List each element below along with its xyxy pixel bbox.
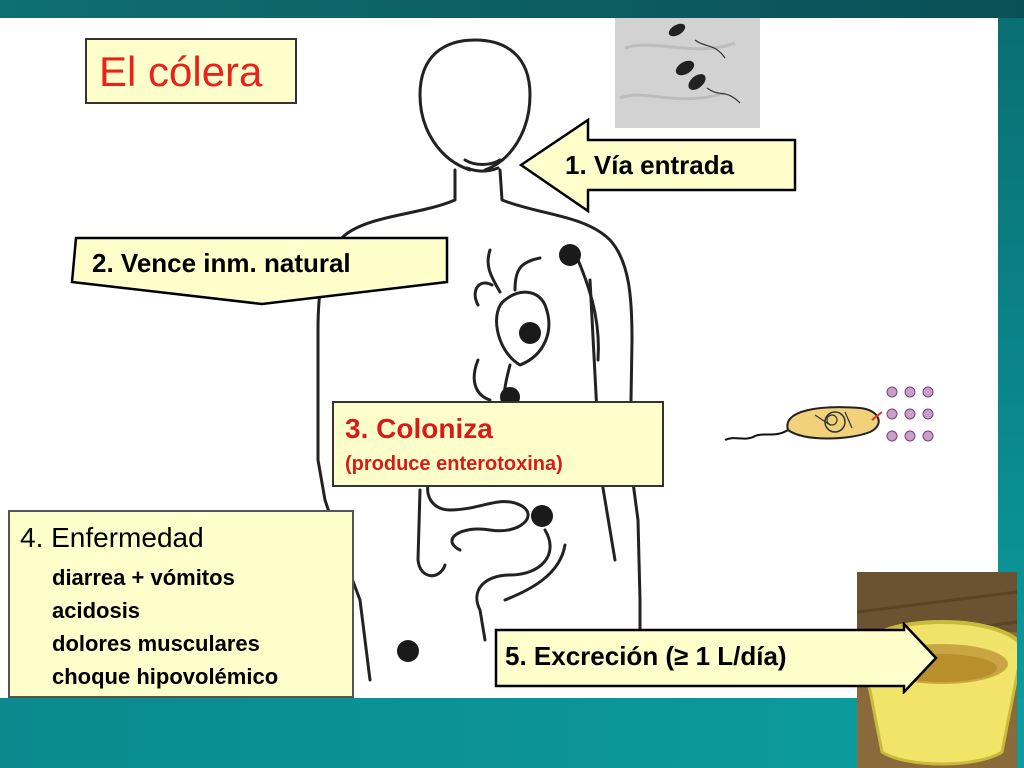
top-bar — [0, 0, 1024, 18]
step5-label: 5. Excreción (≥ 1 L/día) — [505, 641, 787, 671]
step4-label: 4. Enfermedad — [20, 522, 204, 553]
step3-sub: (produce enterotoxina) — [345, 453, 563, 475]
step3-box: 3. Coloniza (produce enterotoxina) — [332, 401, 664, 487]
micrograph-image — [615, 18, 760, 128]
page-title: El cólera — [99, 48, 263, 95]
step2-arrow — [70, 236, 449, 306]
title-box: El cólera — [85, 38, 297, 104]
step1-label: 1. Vía entrada — [565, 150, 735, 180]
symptom-3: dolores musculares — [52, 631, 260, 656]
symptom-1: diarrea + vómitos — [52, 565, 235, 590]
symptom-2: acidosis — [52, 598, 141, 623]
symptom-4: choque hipovolémico — [52, 664, 279, 689]
step2-label: 2. Vence inm. natural — [92, 248, 351, 278]
bottom-band — [0, 698, 1024, 768]
step3-label: 3. Coloniza — [345, 413, 493, 444]
step5-arrow — [494, 622, 938, 694]
step4-box: 4. Enfermedad diarrea + vómitos acidosis… — [8, 510, 354, 698]
step1-arrow — [518, 117, 797, 214]
bacterium-toxin-illustration — [724, 386, 934, 442]
